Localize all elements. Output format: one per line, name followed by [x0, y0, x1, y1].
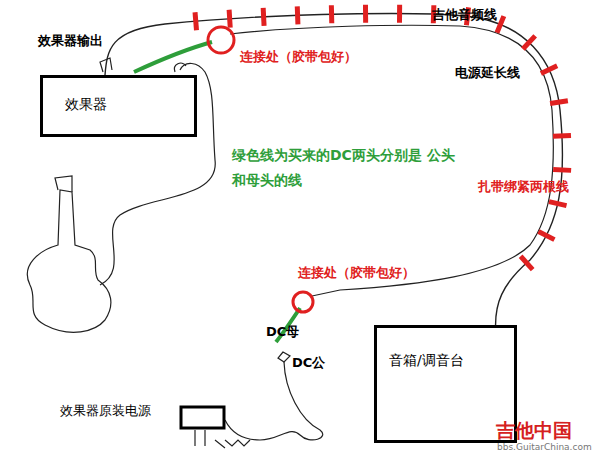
cable-tie [521, 256, 533, 269]
junction-circle [208, 27, 234, 53]
cable-label: 吉他音频线 [432, 4, 497, 27]
speaker-mixer-box: 音箱/调音台 [374, 325, 517, 443]
output-label: 效果器输出 [38, 30, 103, 53]
power-extension-wire [230, 25, 553, 296]
power-supply [181, 407, 224, 428]
junction-circle [293, 292, 313, 312]
cable-tie [550, 101, 568, 104]
dc-male-plug [278, 352, 290, 362]
cable-tie [523, 36, 535, 49]
dc-cable-female-to-male [134, 42, 212, 72]
cable-tie [363, 5, 368, 23]
guitar-outline [27, 190, 111, 332]
cable-tie [295, 6, 301, 24]
cable-tie [538, 231, 554, 239]
cable-tie [329, 5, 334, 23]
box-title: 效果器 [65, 96, 107, 114]
audio-cable [105, 14, 562, 325]
box-title: 音箱/调音台 [389, 352, 464, 370]
connector-label: DC母 [266, 321, 299, 344]
cable-tie [229, 10, 230, 28]
cable-tie [541, 66, 557, 74]
cable-tie [497, 16, 504, 33]
power-label: 效果器原装电源 [60, 400, 151, 423]
power-prongs [195, 430, 250, 448]
guitar-headstock [55, 176, 72, 192]
junction-note: 连接处（胶带包好） [298, 262, 415, 285]
green-note: 绿色线为买来的DC两头分别是 公头和母头的线 [232, 143, 464, 192]
effector-input-plug [174, 63, 186, 72]
cable-label: 电源延长线 [455, 62, 520, 85]
power-cable [225, 362, 323, 440]
cable-tie [553, 167, 571, 173]
tie-note: 扎带绑紧两根线 [478, 176, 569, 199]
junction-note: 连接处（胶带包好） [240, 46, 357, 69]
effector-box: 效果器 [40, 75, 197, 137]
cable-tie [261, 8, 267, 26]
cable-tie [553, 133, 571, 139]
cable-tie [549, 202, 567, 206]
connector-label: DC公 [292, 352, 325, 375]
cable-tie [195, 12, 196, 30]
watermark: bbs.GuitarChina.com [497, 440, 592, 456]
cable-tie [397, 5, 402, 23]
